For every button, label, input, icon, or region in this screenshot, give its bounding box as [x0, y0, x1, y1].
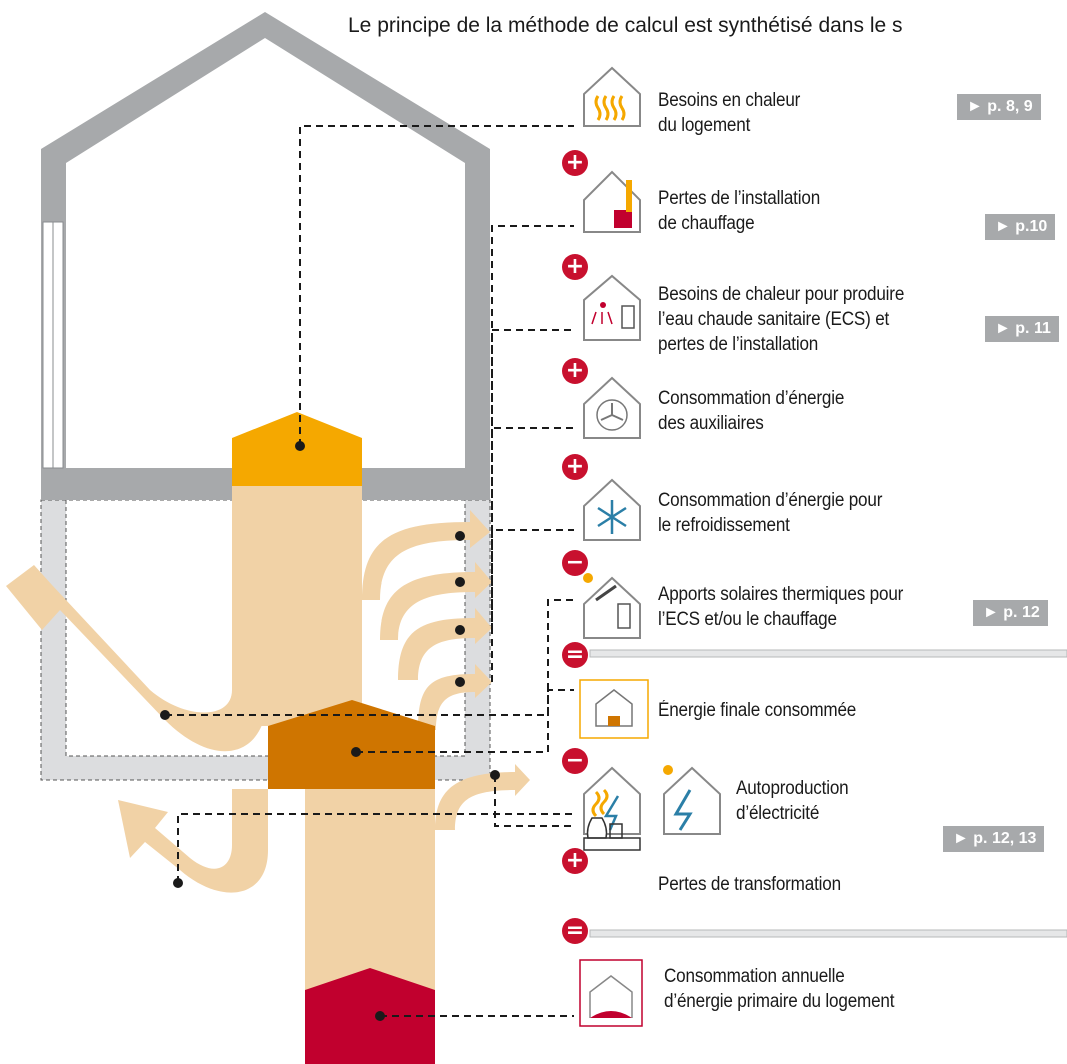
heating-installation-house-icon	[583, 170, 641, 233]
label-line: l’eau chaude sanitaire (ECS) et	[658, 309, 890, 330]
final-energy-house-icon	[579, 679, 649, 739]
operator-sign: +	[562, 358, 588, 384]
label-line: de chauffage	[658, 213, 755, 234]
label-line: pertes de l’installation	[658, 334, 819, 355]
operator-sign: +	[562, 254, 588, 280]
main-flow-trunk	[232, 486, 362, 726]
label-line: des auxiliaires	[658, 413, 764, 434]
label-line: Besoins de chaleur pour produire	[658, 284, 905, 305]
operator-sign: +	[562, 150, 588, 176]
operator-sign: =	[562, 642, 588, 668]
label-primaire: Consommation annuelle d’énergie primaire …	[664, 964, 895, 1014]
intro-text: Le principe de la méthode de calcul est …	[348, 14, 903, 37]
label-line: Besoins en chaleur	[658, 90, 801, 111]
fan-house-icon	[583, 376, 641, 439]
label-line: d’énergie primaire du logement	[664, 991, 895, 1012]
primary-energy-house-icon	[579, 959, 643, 1027]
label-line: le refroidissement	[658, 515, 790, 536]
operator-sign: −	[562, 748, 588, 774]
label-line: l’ECS et/ou le chauffage	[658, 609, 837, 630]
page-ref-besoins[interactable]: ► p. 8, 9	[957, 94, 1041, 120]
transformation-branch	[435, 764, 530, 830]
snowflake-house-icon	[583, 478, 641, 541]
separator-bar	[589, 649, 1067, 658]
page-ref-autoprod[interactable]: ► p. 12, 13	[943, 826, 1045, 852]
label-ecs: Besoins de chaleur pour produire l’eau ch…	[658, 282, 904, 357]
shower-boiler-house-icon	[583, 274, 641, 341]
separator-bar	[589, 929, 1067, 938]
final-energy-box	[268, 700, 435, 789]
label-refroid: Consommation d’énergie pour le refroidiss…	[658, 488, 882, 538]
label-line: du logement	[658, 115, 751, 136]
label-line: d’électricité	[736, 803, 820, 824]
solar-gain-branch	[6, 565, 268, 752]
page-ref-ecs[interactable]: ► p. 11	[985, 316, 1059, 342]
label-line: Consommation annuelle	[664, 966, 845, 987]
label-line: Énergie finale consommée	[658, 700, 857, 721]
operator-sign: −	[562, 550, 588, 576]
label-auxiliaires: Consommation d’énergie des auxiliaires	[658, 386, 844, 436]
power-plant-icon	[583, 817, 641, 851]
label-line: Consommation d’énergie	[658, 388, 845, 409]
solar-thermal-house-icon	[583, 573, 641, 639]
label-line: Pertes de l’installation	[658, 188, 821, 209]
label-transfo: Pertes de transformation	[658, 872, 841, 897]
label-line: Pertes de transformation	[658, 874, 841, 895]
label-solaire: Apports solaires thermiques pour l’ECS et…	[658, 582, 903, 632]
operator-sign: +	[562, 454, 588, 480]
label-besoins: Besoins en chaleur du logement	[658, 88, 800, 138]
heat-waves-house-icon	[583, 66, 641, 127]
primary-energy-box	[305, 968, 435, 1064]
self-production-branch	[118, 789, 268, 893]
dashed-connectors	[165, 125, 574, 1017]
label-finale: Énergie finale consommée	[658, 698, 856, 723]
page-ref-solaire[interactable]: ► p. 12	[973, 600, 1048, 626]
label-pertes: Pertes de l’installation de chauffage	[658, 186, 820, 236]
page-ref-pertes[interactable]: ► p.10	[985, 214, 1056, 240]
label-line: Consommation d’énergie pour	[658, 490, 883, 511]
operator-sign: +	[562, 848, 588, 874]
operator-sign: =	[562, 918, 588, 944]
label-line: Apports solaires thermiques pour	[658, 584, 904, 605]
label-autoprod: Autoproduction d’électricité	[736, 776, 849, 826]
label-line: Autoproduction	[736, 778, 849, 799]
